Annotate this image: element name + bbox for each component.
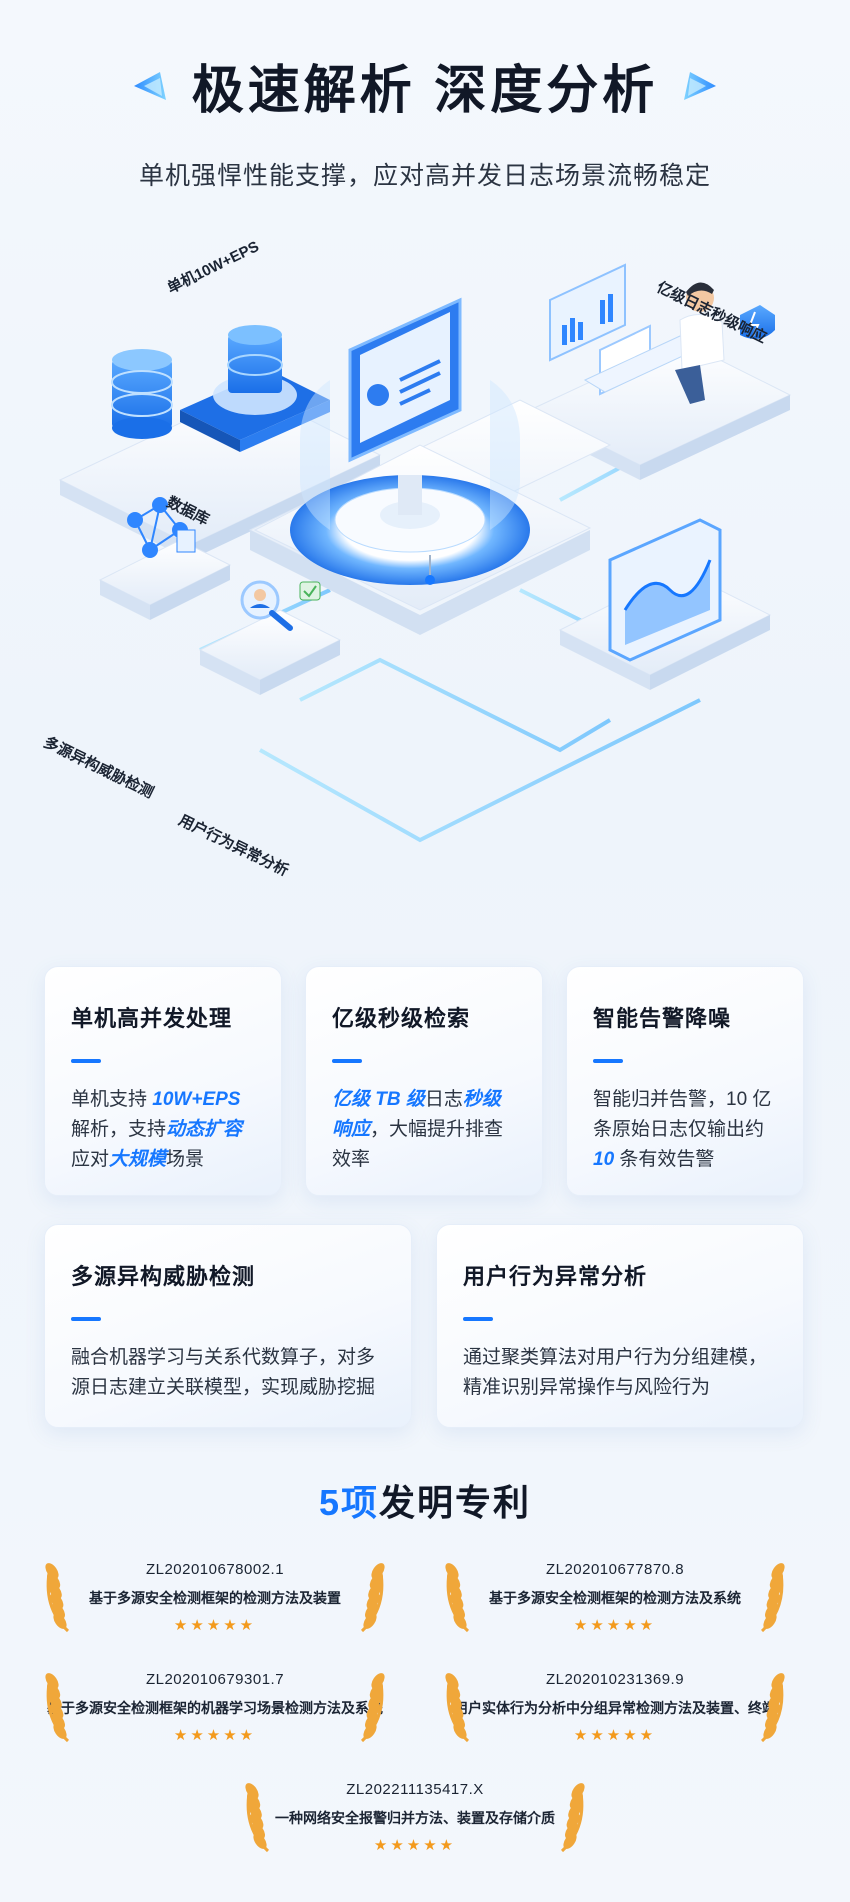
star-rating-icon: ★★★★★ xyxy=(173,1617,257,1634)
page-subtitle: 单机强悍性能支撑，应对高并发日志场景流畅稳定 xyxy=(138,162,711,190)
patent-item: ZL202010678002.1 基于多源安全检测框架的检测方法及装置 ★★★★★ xyxy=(30,1555,400,1643)
laurel-left-icon xyxy=(45,1673,70,1743)
isometric-scene xyxy=(58,263,792,843)
patent-number: ZL202211135417.X xyxy=(346,1781,484,1798)
card-text: 融合机器学习与关系代数算子，对多源日志建立关联模型，实现威胁挖掘 xyxy=(71,1347,376,1398)
chart-monitor-platform xyxy=(558,518,772,690)
card-text: 通过聚类算法对用户行为分组建模，精准识别异常操作与风险行为 xyxy=(463,1347,768,1398)
laurel-right-icon xyxy=(760,1563,785,1633)
card-text: 亿级 TB 级日志秒级响应，大幅提升排查效率 xyxy=(332,1089,504,1170)
card-title: 用户行为异常分析 xyxy=(463,1264,648,1289)
patent-number: ZL202010677870.8 xyxy=(545,1561,685,1578)
feature-card: 亿级秒级检索 亿级 TB 级日志秒级响应，大幅提升排查效率 xyxy=(305,966,543,1196)
laurel-right-icon xyxy=(360,1563,385,1633)
laurel-left-icon xyxy=(45,1563,70,1633)
patent-name: 基于多源安全检测框架的检测方法及装置 xyxy=(89,1590,341,1606)
laurel-right-icon xyxy=(360,1673,385,1743)
title-text: 极速解析 深度分析 xyxy=(191,62,659,120)
patent-number: ZL202010679301.7 xyxy=(145,1671,285,1688)
laurel-right-icon xyxy=(760,1673,785,1743)
patent-name: 基于多源安全检测框架的机器学习场景检测方法及系统 xyxy=(47,1700,383,1716)
architecture-illustration: 单机10W+EPS 数据库 亿级日志秒级响应 多源异构威胁检测 用户行为异常分析 xyxy=(0,230,850,930)
accent-bar xyxy=(332,1059,362,1063)
laurel-left-icon xyxy=(445,1673,470,1743)
feature-card: 用户行为异常分析 通过聚类算法对用户行为分组建模，精准识别异常操作与风险行为 xyxy=(436,1224,804,1428)
patent-name: 用户实体行为分析中分组异常检测方法及装置、终端 xyxy=(454,1700,776,1716)
patent-name: 基于多源安全检测框架的检测方法及系统 xyxy=(489,1590,741,1606)
accent-bar xyxy=(71,1059,101,1063)
card-title: 单机高并发处理 xyxy=(71,1006,233,1031)
accent-bar xyxy=(463,1317,493,1321)
patent-item: ZL202010679301.7 基于多源安全检测框架的机器学习场景检测方法及系统… xyxy=(30,1665,400,1753)
laurel-left-icon xyxy=(445,1563,470,1633)
header: 极速解析 深度分析 xyxy=(0,48,850,123)
patent-name: 一种网络安全报警归并方法、装置及存储介质 xyxy=(275,1810,555,1826)
star-rating-icon: ★★★★★ xyxy=(173,1727,257,1744)
page-title: 极速解析 深度分析 xyxy=(130,48,720,123)
laurel-left-icon xyxy=(245,1783,270,1853)
card-title: 智能告警降噪 xyxy=(593,1006,732,1031)
card-title: 亿级秒级检索 xyxy=(332,1006,471,1031)
database-stack xyxy=(111,349,173,439)
patent-item: ZL202010677870.8 基于多源安全检测框架的检测方法及系统 ★★★★★ xyxy=(430,1555,800,1643)
feature-card: 多源异构威胁检测 融合机器学习与关系代数算子，对多源日志建立关联模型，实现威胁挖… xyxy=(44,1224,412,1428)
eps-server-platform xyxy=(58,325,382,560)
central-analysis-platform xyxy=(248,297,612,635)
star-rating-icon: ★★★★★ xyxy=(573,1727,657,1744)
patents-heading: 5项发明专利 xyxy=(318,1482,532,1523)
accent-bar xyxy=(71,1317,101,1321)
user-behavior-platform xyxy=(198,580,342,695)
play-triangle-icon xyxy=(133,71,166,100)
accent-bar xyxy=(593,1059,623,1063)
threat-detection-platform xyxy=(98,497,232,620)
star-rating-icon: ★★★★★ xyxy=(373,1837,457,1854)
star-rating-icon: ★★★★★ xyxy=(573,1617,657,1634)
patent-number: ZL202010678002.1 xyxy=(145,1561,285,1578)
patent-item: ZL202211135417.X 一种网络安全报警归并方法、装置及存储介质 ★★★★… xyxy=(230,1775,600,1863)
patent-item: ZL202010231369.9 用户实体行为分析中分组异常检测方法及装置、终端 ★… xyxy=(430,1665,800,1753)
laurel-right-icon xyxy=(560,1783,585,1853)
patent-count: 5项 xyxy=(318,1482,379,1523)
play-triangle-icon xyxy=(684,71,717,100)
patent-number: ZL202010231369.9 xyxy=(545,1671,685,1688)
card-title: 多源异构威胁检测 xyxy=(71,1264,256,1289)
